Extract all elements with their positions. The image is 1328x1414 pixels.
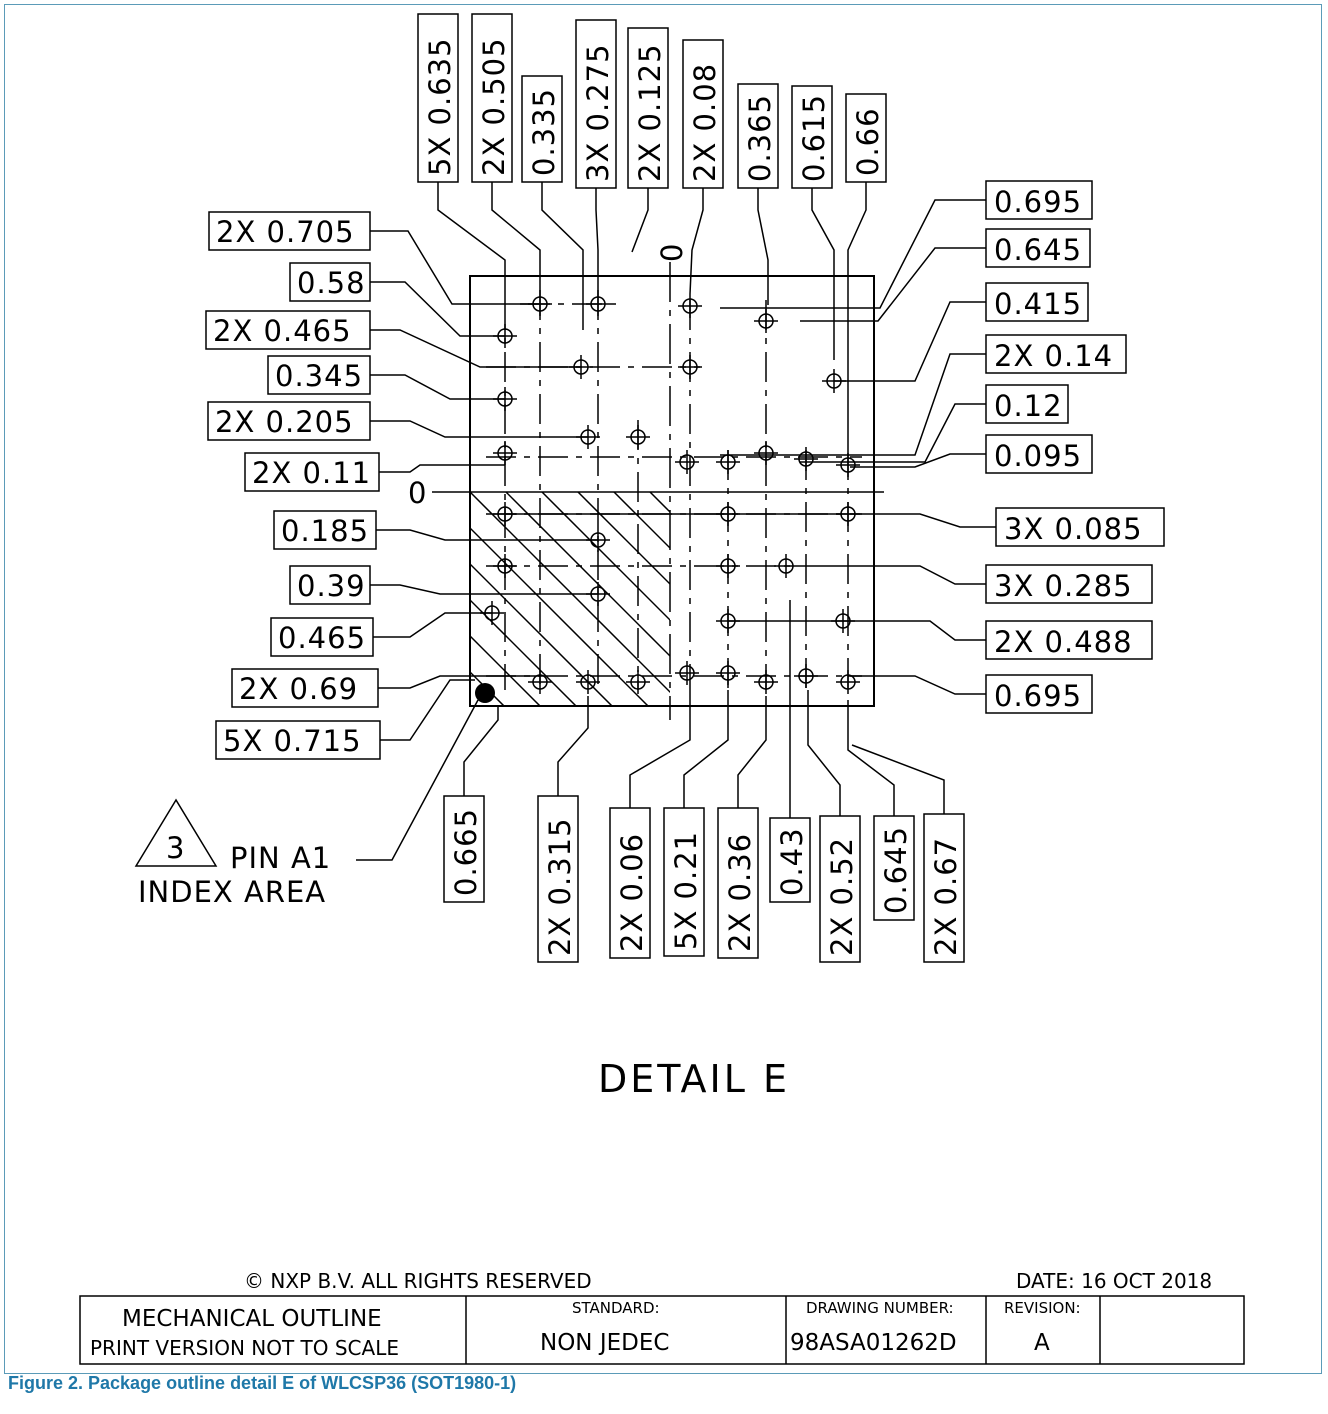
top-dimensions [417,13,887,450]
standard-value: NON JEDEC [540,1330,669,1356]
left-dimensions [205,211,598,760]
pin-note-leader [356,699,479,861]
detail-title: DETAIL E [598,1057,790,1101]
figure-caption: Figure 2. Package outline detail E of WL… [8,1373,517,1393]
title-line1: MECHANICAL OUTLINE [122,1306,382,1332]
top-dim-9: 0.66 [851,107,885,176]
top-dim-8: 0.615 [797,94,831,182]
bottom-dim-5: 2X 0.36 [723,833,757,952]
note-triangle-icon [134,798,218,867]
pin-note-line1: PIN A1 [230,841,331,875]
left-dim-1: 2X 0.705 [216,215,355,249]
top-dim-5: 2X 0.125 [633,43,667,182]
zero-label-left: 0 [408,476,427,510]
bottom-dim-4: 5X 0.21 [669,831,703,950]
drawing-number-label: DRAWING NUMBER: [806,1299,954,1317]
bottom-dim-2: 2X 0.315 [543,817,577,956]
left-dim-7: 0.185 [281,514,369,548]
right-dim-3: 0.415 [994,287,1082,321]
top-dim-3: 0.335 [527,88,561,176]
right-dim-2: 0.645 [994,233,1082,267]
bottom-dimensions [443,600,965,963]
left-dim-2: 0.58 [297,266,366,300]
left-dim-3: 2X 0.465 [213,314,352,348]
left-dim-8: 0.39 [297,569,366,603]
bottom-dim-8: 0.645 [879,826,913,914]
right-dim-4: 2X 0.14 [994,339,1113,373]
left-dim-10: 2X 0.69 [239,672,358,706]
bottom-dim-1: 0.665 [449,808,483,896]
pin-note-line2: INDEX AREA [138,875,326,909]
left-dim-6: 2X 0.11 [252,456,371,490]
right-dim-1: 0.695 [994,185,1082,219]
page-frame [4,4,1322,1374]
hatched-quadrant [470,492,670,706]
standard-label: STANDARD: [572,1299,660,1317]
title-line2: PRINT VERSION NOT TO SCALE [90,1336,399,1360]
left-dim-5: 2X 0.205 [215,405,354,439]
bottom-dim-9: 2X 0.67 [929,837,963,956]
pin-a1-dot [475,683,495,703]
package-body [469,275,875,707]
bottom-dim-3: 2X 0.06 [615,833,649,952]
top-dim-4: 3X 0.275 [581,43,615,182]
drawing-date: DATE: 16 OCT 2018 [1016,1269,1212,1293]
right-dim-9: 2X 0.488 [994,625,1133,659]
title-block [79,1295,1245,1365]
copyright: © NXP B.V. ALL RIGHTS RESERVED [244,1269,592,1293]
top-dim-7: 0.365 [743,94,777,182]
top-dim-2: 2X 0.505 [477,37,511,176]
top-dim-1: 5X 0.635 [423,37,457,176]
right-dim-8: 3X 0.285 [994,569,1133,603]
left-dim-4: 0.345 [275,359,363,393]
right-dim-6: 0.095 [994,439,1082,473]
bottom-dim-7: 2X 0.52 [825,837,859,956]
right-dim-7: 3X 0.085 [1004,512,1143,546]
right-dim-10: 0.695 [994,679,1082,713]
revision-value: A [1034,1330,1050,1356]
zero-label-top: 0 [655,243,689,262]
right-dimensions [505,180,1165,714]
revision-label: REVISION: [1004,1299,1081,1317]
top-dim-6: 2X 0.08 [688,63,722,182]
bottom-dim-6: 0.43 [775,827,809,896]
left-dim-9: 0.465 [278,621,366,655]
right-dim-5: 0.12 [994,389,1063,423]
drawing-number-value: 98ASA01262D [790,1330,957,1356]
left-dim-11: 5X 0.715 [223,724,362,758]
note-number: 3 [166,831,185,865]
